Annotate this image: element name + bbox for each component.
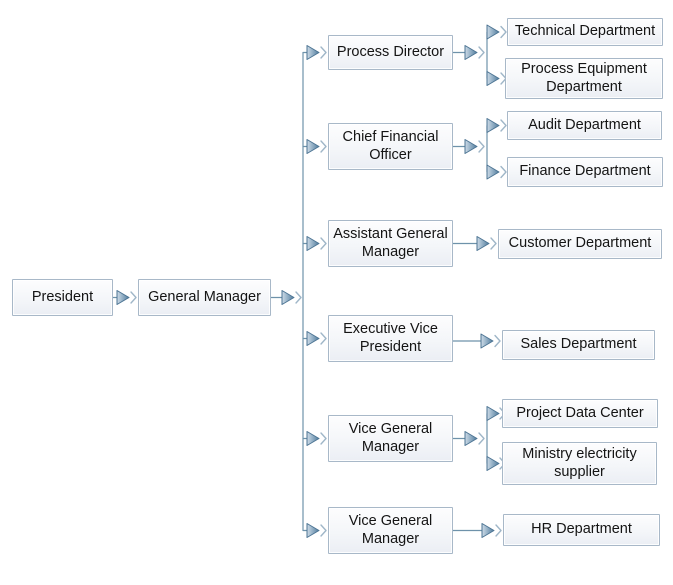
- arrow-general-manager-to-trunk: [270, 290, 302, 305]
- node-president: President: [12, 279, 113, 316]
- node-process-equipment-department: Process Equipment Department: [505, 58, 663, 99]
- arrow-trunk-to-assistant-gm: [302, 236, 327, 251]
- arrow-assistant-gm-to-customer-department: [452, 236, 497, 251]
- node-label: Chief Financial Officer: [342, 128, 439, 163]
- node-audit-department: Audit Department: [507, 111, 662, 140]
- arrow-vice-gm-2-to-hr-department: [452, 523, 502, 538]
- node-sales-department: Sales Department: [502, 330, 655, 360]
- node-label: Technical Department: [514, 23, 656, 40]
- node-assistant-general-manager: Assistant General Manager: [328, 220, 453, 267]
- arrow-split-to-finance-department: [486, 164, 507, 180]
- arrow-vice-gm-1-to-split: [452, 431, 485, 446]
- arrow-trunk-to-executive-vp: [302, 331, 327, 346]
- arrow-president-to-general-manager: [112, 290, 137, 305]
- arrow-trunk-to-vice-gm-2: [302, 523, 327, 538]
- node-label: Sales Department: [520, 336, 637, 353]
- node-label: Assistant General Manager: [333, 225, 448, 260]
- node-technical-department: Technical Department: [507, 18, 663, 46]
- node-finance-department: Finance Department: [507, 157, 663, 187]
- arrow-split-to-audit-department: [486, 118, 507, 133]
- node-label: Vice General Manager: [348, 420, 433, 455]
- arrows: [112, 24, 507, 538]
- node-label: Vice General Manager: [348, 512, 433, 547]
- node-label: HR Department: [531, 521, 632, 538]
- arrow-trunk-to-process-director: [302, 45, 327, 60]
- arrow-split-to-technical-department: [486, 24, 507, 40]
- node-hr-department: HR Department: [503, 514, 660, 546]
- arrow-trunk-to-cfo: [302, 139, 327, 154]
- node-label: President: [31, 288, 94, 305]
- node-label: Process Director: [336, 43, 445, 60]
- node-vice-general-manager-2: Vice General Manager: [328, 507, 453, 554]
- node-process-director: Process Director: [328, 35, 453, 70]
- node-chief-financial-officer: Chief Financial Officer: [328, 123, 453, 170]
- trunk-and-split-lines: [302, 32, 488, 531]
- node-label: Audit Department: [528, 116, 641, 133]
- arrow-split-to-process-equipment-department: [486, 71, 507, 86]
- node-label: Ministry electricity supplier: [522, 445, 637, 480]
- node-label: Customer Department: [508, 235, 652, 252]
- arrow-trunk-to-vice-gm-1: [302, 431, 327, 446]
- arrow-executive-vp-to-sales-department: [452, 333, 501, 349]
- node-vice-general-manager-1: Vice General Manager: [328, 415, 453, 462]
- node-general-manager: General Manager: [138, 279, 271, 316]
- node-ministry-electricity-supplier: Ministry electricity supplier: [502, 442, 657, 485]
- node-executive-vice-president: Executive Vice President: [328, 315, 453, 362]
- node-label: Process Equipment Department: [521, 60, 647, 95]
- node-label: Finance Department: [519, 163, 651, 180]
- node-customer-department: Customer Department: [498, 229, 662, 259]
- arrow-cfo-to-split: [452, 139, 485, 154]
- node-label: Executive Vice President: [343, 320, 438, 355]
- node-project-data-center: Project Data Center: [502, 399, 658, 428]
- node-label: Project Data Center: [516, 404, 644, 421]
- node-label: General Manager: [148, 288, 261, 305]
- arrow-process-director-to-split: [452, 45, 485, 60]
